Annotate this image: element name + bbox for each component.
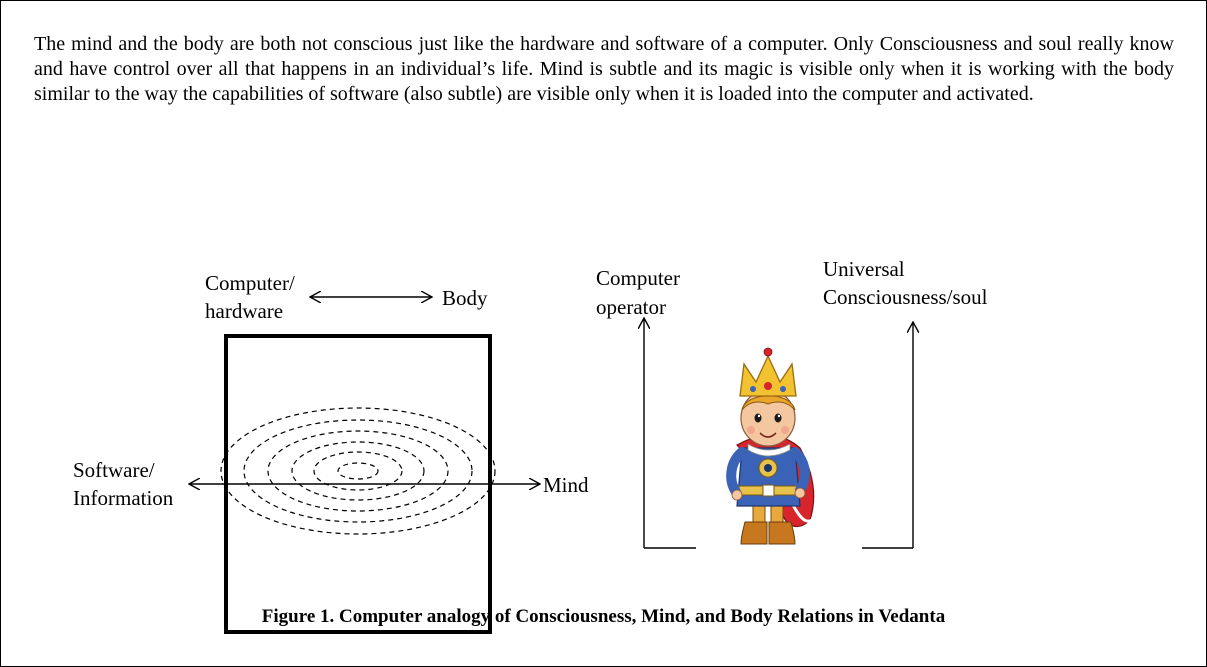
ripple-ring <box>267 430 449 512</box>
sentence-1: The mind and the body are both not consc… <box>34 33 834 55</box>
software-label-line-2: Information <box>73 486 174 510</box>
software-label-line-1: Software/ <box>73 458 155 482</box>
sentence-2: Only Consciousness and soul really know … <box>34 33 1174 80</box>
king-cartoon-icon <box>726 347 815 545</box>
body-label: Body <box>442 286 488 310</box>
consciousness-label-line-2: Consciousness/soul <box>823 285 988 309</box>
mind-label: Mind <box>543 473 589 497</box>
figure-caption: Figure 1. Computer analogy of Consciousn… <box>261 606 946 627</box>
ripple-ring <box>220 407 496 535</box>
intro-paragraph: The mind and the body are both not consc… <box>34 32 1174 107</box>
operator-consciousness-diagram: Computer operator Universal Consciousnes… <box>596 257 988 549</box>
ripple-ring <box>313 451 403 491</box>
ripple-ring <box>243 419 473 523</box>
sentence-3: Mind is subtle and its magic is visible … <box>34 58 1174 105</box>
ripple-ring <box>291 441 425 501</box>
computer-hardware-diagram: Computer/ hardware Body Software/ Inform… <box>73 271 589 634</box>
operator-label-line-2: operator <box>596 295 666 319</box>
operator-label-line-1: Computer <box>596 266 680 290</box>
hardware-label-line-2: hardware <box>205 299 283 323</box>
mind-ripples <box>220 407 496 535</box>
consciousness-label-line-1: Universal <box>823 257 905 281</box>
ripple-ring <box>337 462 379 480</box>
hardware-label-line-1: Computer/ <box>205 271 295 295</box>
